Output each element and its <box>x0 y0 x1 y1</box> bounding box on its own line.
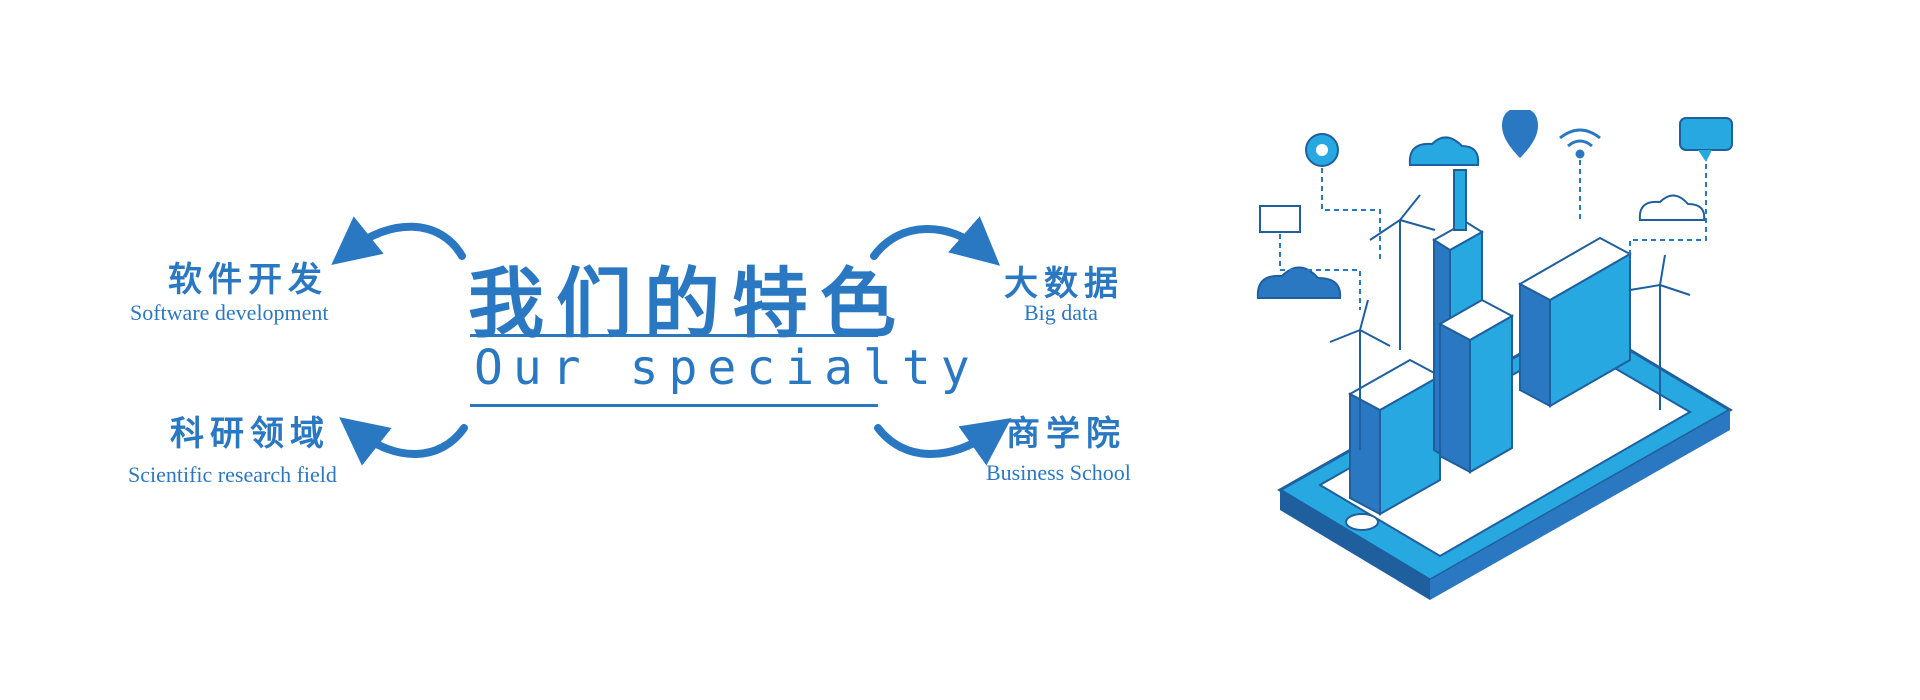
feature-label-cn: 商学院 <box>1006 414 1126 454</box>
headline-top-rule <box>470 334 878 337</box>
headline-english: Our specialty <box>474 340 980 396</box>
feature-label-en: Big data <box>1024 300 1098 325</box>
arrow-bottom-right-icon <box>874 418 1012 466</box>
wifi-icon <box>1559 128 1601 159</box>
feature-label-cn: 大数据 <box>1004 264 1124 304</box>
building-right-icon <box>1517 236 1633 408</box>
building-left-icon <box>1347 358 1443 516</box>
cloud-icon <box>1408 136 1480 166</box>
connector-lines <box>1279 160 1707 310</box>
arrow-top-left-icon <box>331 216 466 265</box>
feature-label-cn: 科研领域 <box>170 414 330 454</box>
headline-chinese: 我们的特色 <box>468 259 908 348</box>
feature-scientific-research: 科研领域 <box>170 406 330 455</box>
chat-bubble-icon <box>1679 117 1733 162</box>
building-center-icon <box>1437 298 1515 474</box>
gear-icon <box>1305 133 1339 167</box>
arrow-top-right-icon <box>870 216 1001 266</box>
headline-bottom-rule <box>470 404 878 407</box>
location-pin-icon <box>1502 110 1538 158</box>
feature-label-en: Software development <box>130 300 329 325</box>
feature-label-cn: 软件开发 <box>168 260 328 300</box>
wind-turbine-icon <box>1329 194 1691 450</box>
feature-business-school: 商学院 <box>1006 406 1126 455</box>
smart-city-illustration <box>1256 110 1733 600</box>
mail-icon <box>1259 205 1301 233</box>
feature-label-en: Scientific research field <box>128 462 337 487</box>
cloud-icon <box>1256 266 1342 299</box>
cloud-icon <box>1638 194 1706 221</box>
arrow-bottom-left-icon <box>339 417 468 466</box>
feature-software-development: 软件开发 <box>168 252 328 301</box>
feature-big-data: 大数据 <box>1004 256 1124 305</box>
